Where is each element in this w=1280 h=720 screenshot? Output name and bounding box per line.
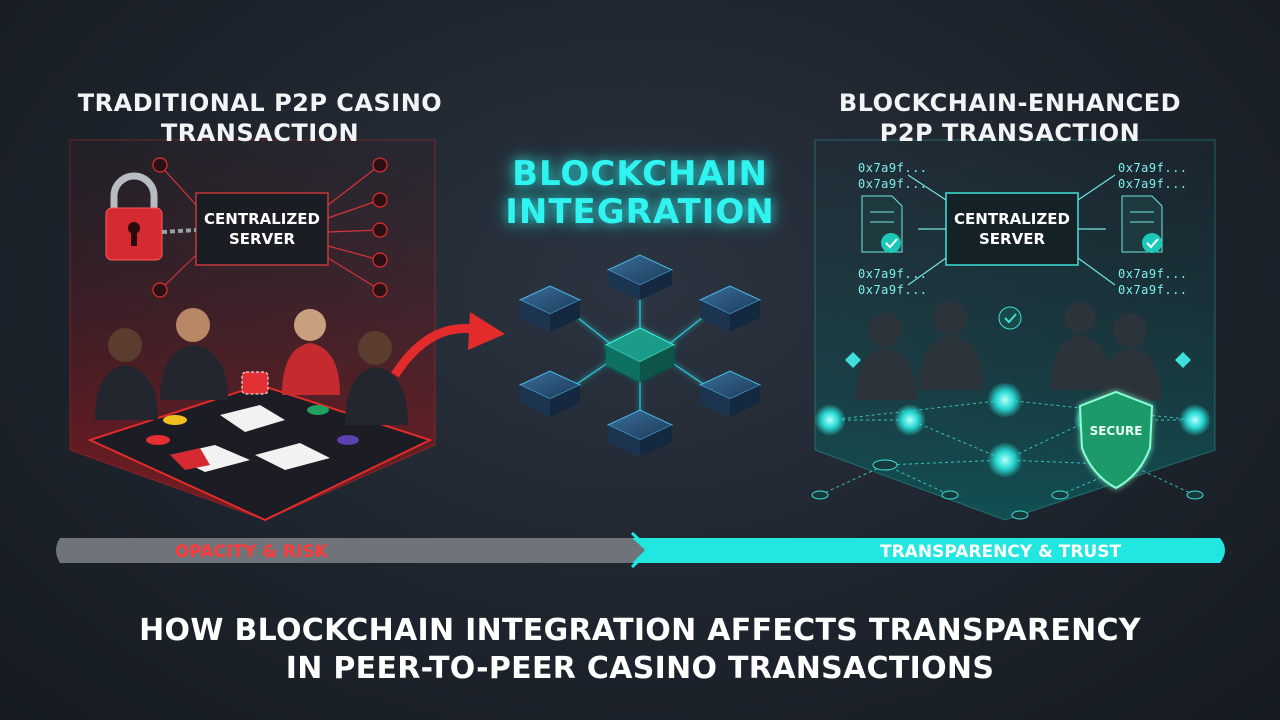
check-badge-icon xyxy=(998,306,1022,330)
footer-line2: IN PEER-TO-PEER CASINO TRANSACTIONS xyxy=(285,651,995,686)
left-server-line2: SERVER xyxy=(228,230,295,248)
hash-label: 0x7a9f... xyxy=(1118,267,1188,281)
right-title-line2: P2P TRANSACTION xyxy=(879,119,1141,147)
center-title: BLOCKCHAIN INTEGRATION xyxy=(480,155,800,231)
right-server-line2: SERVER xyxy=(978,230,1045,248)
document-check-icon-right xyxy=(1121,195,1163,253)
center-title-line2: INTEGRATION xyxy=(505,192,775,232)
players-group xyxy=(95,308,408,425)
hash-label: 0x7a9f... xyxy=(1118,283,1188,297)
right-server-line1: CENTRALIZED xyxy=(954,210,1070,228)
hash-label: 0x7a9f... xyxy=(858,283,928,297)
block-top xyxy=(606,254,674,300)
transparency-trust-label: TRANSPARENCY & TRUST xyxy=(880,542,1122,562)
left-server-box xyxy=(195,192,329,266)
hash-label: 0x7a9f... xyxy=(1118,177,1188,191)
players-group-right xyxy=(855,301,1162,400)
block-center xyxy=(604,327,676,382)
right-title-line1: BLOCKCHAIN-ENHANCED xyxy=(838,89,1182,117)
opacity-risk-label: OPACITY & RISK xyxy=(175,542,328,562)
right-panel-title: BLOCKCHAIN-ENHANCED P2P TRANSACTION xyxy=(810,88,1210,148)
footer-title: HOW BLOCKCHAIN INTEGRATION AFFECTS TRANS… xyxy=(0,612,1280,688)
diamond-icon xyxy=(1175,352,1191,368)
right-panel xyxy=(811,139,1216,521)
padlock-icon xyxy=(105,172,197,261)
block-right-upper xyxy=(698,285,762,332)
diamond-icon xyxy=(845,352,861,368)
block-left-upper xyxy=(518,285,582,332)
right-server-box xyxy=(945,192,1079,266)
transparency-bar xyxy=(56,531,1225,569)
right-server-label: CENTRALIZED SERVER xyxy=(946,209,1078,249)
left-title-line2: TRANSACTION xyxy=(160,119,360,147)
left-panel xyxy=(69,139,436,522)
shield-label: SECURE xyxy=(1089,424,1143,438)
left-title-line1: TRADITIONAL P2P CASINO xyxy=(77,89,443,117)
block-bottom xyxy=(606,409,674,457)
block-left-lower xyxy=(518,370,582,417)
hash-label: 0x7a9f... xyxy=(858,161,928,175)
left-server-line1: CENTRALIZED xyxy=(204,210,320,228)
left-server-label: CENTRALIZED SERVER xyxy=(196,209,328,249)
document-check-icon-left xyxy=(861,195,903,253)
left-panel-title: TRADITIONAL P2P CASINO TRANSACTION xyxy=(60,88,460,148)
hash-label: 0x7a9f... xyxy=(1118,161,1188,175)
block-right-lower xyxy=(698,370,762,417)
center-title-line1: BLOCKCHAIN xyxy=(512,154,768,194)
hash-label: 0x7a9f... xyxy=(858,177,928,191)
shield-icon xyxy=(1078,390,1154,490)
hash-label: 0x7a9f... xyxy=(858,267,928,281)
footer-line1: HOW BLOCKCHAIN INTEGRATION AFFECTS TRANS… xyxy=(139,613,1141,648)
blockchain-network xyxy=(518,254,762,457)
